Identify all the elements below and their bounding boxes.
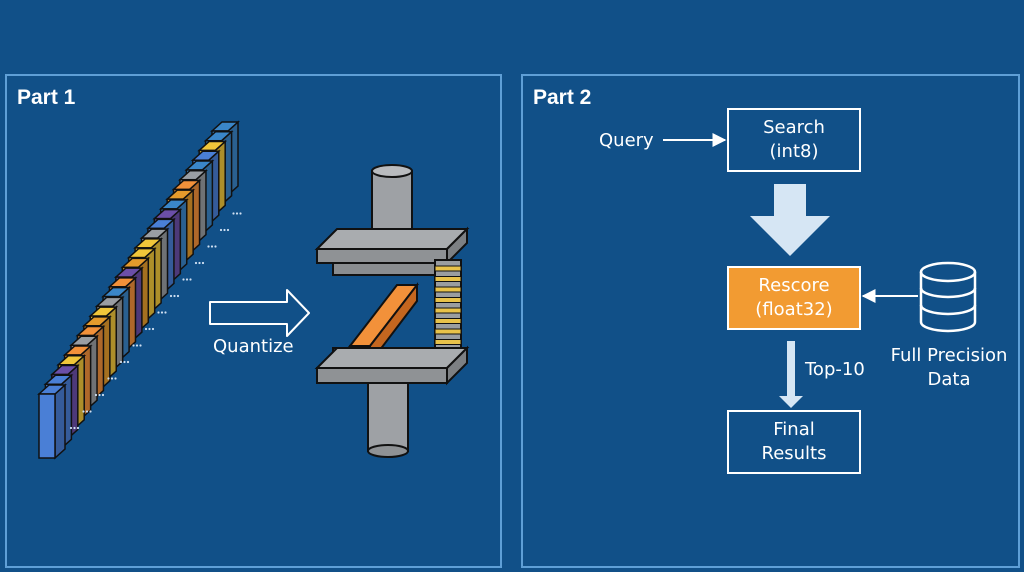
screw-thread (434, 286, 462, 293)
query-label: Query (599, 130, 654, 151)
ellipsis-dot (235, 212, 239, 215)
quantization-illustration (37, 120, 470, 460)
ellipsis-dot (94, 393, 98, 397)
part1-panel: Part 1 (5, 74, 502, 568)
ellipsis-dot (114, 377, 117, 380)
ellipsis-dot (135, 344, 139, 347)
part2-title: Part 2 (533, 86, 592, 109)
screw-thread (434, 297, 462, 303)
ellipsis-dot (207, 245, 210, 248)
ellipsis-dot (157, 311, 160, 314)
datastore-label-line1: Full Precision (890, 345, 1008, 366)
ellipsis-dot (107, 377, 110, 380)
ellipsis-dot (182, 278, 185, 281)
search-to-rescore-arrow-icon (750, 184, 830, 256)
ellipsis-dot (185, 278, 189, 281)
ellipsis-dot (198, 261, 201, 265)
ellipsis-dot (123, 360, 126, 364)
clamp-icon (314, 164, 470, 458)
rescore-box-line2: (float32) (755, 299, 833, 320)
ellipsis-dot (85, 410, 89, 413)
final-box-line1: Final (773, 419, 815, 440)
final-box-line2: Results (761, 443, 827, 464)
ellipsis-dot (226, 228, 230, 232)
screw-thread (434, 318, 462, 324)
ellipsis-dot (73, 426, 76, 430)
ellipsis-dot (89, 410, 92, 413)
part2-panel: Part 2 Query Search (int8) Resco (521, 74, 1020, 568)
topk-label: Top-10 (805, 359, 865, 380)
ellipsis-dot (148, 327, 151, 331)
ellipsis-dot (210, 245, 214, 248)
screw-thread (434, 276, 462, 282)
ellipsis-dot (169, 294, 173, 298)
ellipsis-dot (189, 278, 192, 281)
ellipsis-dot (98, 393, 101, 397)
screw-thread (434, 328, 462, 335)
ellipsis-dot (69, 426, 73, 430)
database-icon (919, 261, 977, 333)
vector-ellipsis (69, 212, 242, 430)
screw-thread (434, 339, 462, 345)
ellipsis-dot (82, 410, 85, 413)
ellipsis-dot (176, 294, 180, 298)
search-box-line2: (int8) (769, 141, 819, 162)
datastore-label-line2: Data (927, 369, 971, 390)
ellipsis-dot (119, 360, 123, 364)
pipeline-connectors (663, 133, 977, 408)
final-results-box: Final Results (727, 410, 861, 474)
ellipsis-dot (126, 360, 130, 364)
ellipsis-dot (173, 294, 176, 298)
screw-thread (434, 265, 462, 272)
ellipsis-dot (151, 327, 155, 331)
rescore-box: Rescore (float32) (727, 266, 861, 330)
ellipsis-dot (160, 311, 164, 314)
vector-bar (37, 120, 240, 460)
screw-thread (434, 307, 462, 314)
ellipsis-dot (110, 377, 114, 380)
ellipsis-dot (201, 261, 205, 265)
search-box-line1: Search (763, 117, 825, 138)
ellipsis-dot (139, 344, 142, 347)
screw-threads (434, 265, 462, 356)
rescore-box-line1: Rescore (758, 275, 830, 296)
part1-title: Part 1 (17, 86, 76, 109)
topk-arrow-icon (779, 341, 803, 408)
vector-cell (38, 393, 56, 459)
ellipsis-dot (76, 426, 80, 430)
ellipsis-dot (164, 311, 167, 314)
ellipsis-dot (132, 344, 135, 347)
ellipsis-dot (223, 228, 226, 232)
search-box: Search (int8) (727, 108, 861, 172)
ellipsis-dot (214, 245, 217, 248)
ellipsis-dot (144, 327, 148, 331)
vector-cell-side (54, 383, 66, 460)
ellipsis-dot (232, 212, 235, 215)
ellipsis-dot (239, 212, 242, 215)
ellipsis-dot (219, 228, 223, 232)
quantize-arrow-icon (209, 289, 310, 337)
quantize-label: Quantize (213, 336, 294, 357)
datastore-label: Full Precision Data (887, 344, 1011, 392)
ellipsis-dot (194, 261, 198, 265)
ellipsis-dot (101, 393, 105, 397)
